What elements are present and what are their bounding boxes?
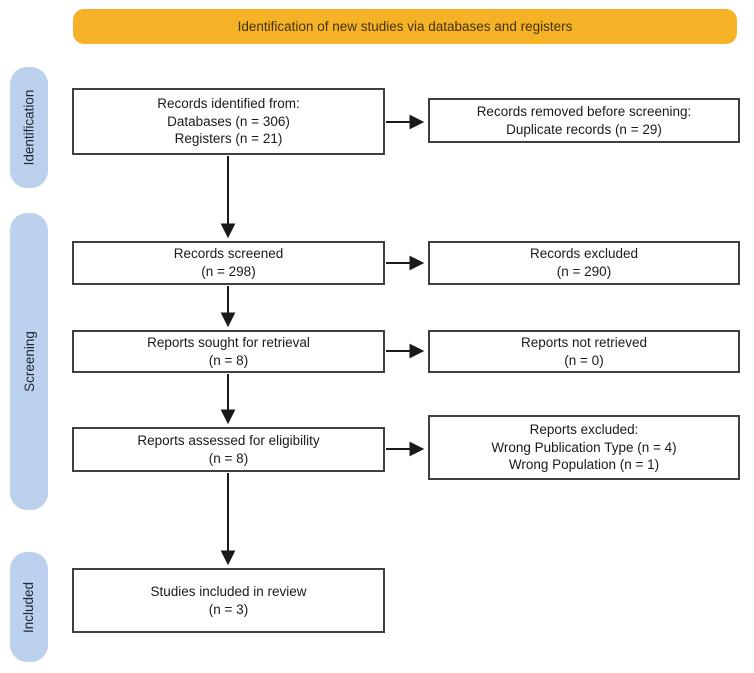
box-line: Wrong Population (n = 1) [508,457,660,473]
box-line: (n = 8) [208,450,249,466]
box-line: Records screened [173,246,284,262]
box-line: (n = 0) [564,352,604,368]
phase-pill-included: Included [10,552,48,662]
box-line: Reports sought for retrieval [147,334,310,350]
box-line: (n = 298) [201,264,256,279]
box-reports-not-retrieved: Reports not retrieved (n = 0) [428,330,740,373]
box-line: Studies included in review [150,583,307,599]
box-reports-sought: Reports sought for retrieval (n = 8) [72,330,385,373]
box-line: Records excluded [529,246,639,262]
phase-pill-identification: Identification [10,67,48,188]
box-line: (n = 8) [208,352,249,368]
banner-identification-of-new-studies: Identification of new studies via databa… [73,9,737,44]
box-line: (n = 3) [208,601,249,617]
box-line: Reports excluded: [529,421,639,437]
box-line: Reports assessed for eligibility [137,432,320,448]
box-studies-included: Studies included in review (n = 3) [72,568,385,633]
box-records-screened: Records screened (n = 298) [72,241,385,285]
box-line: (n = 290) [556,264,612,279]
box-reports-excluded: Reports excluded: Wrong Publication Type… [428,415,740,480]
phase-pill-screening: Screening [10,213,48,510]
box-records-removed: Records removed before screening: Duplic… [428,98,740,143]
box-reports-assessed: Reports assessed for eligibility (n = 8) [72,427,385,472]
box-line: Wrong Publication Type (n = 4) [491,439,677,455]
box-line: Records identified from: [157,95,300,111]
phase-label-screening: Screening [21,331,37,392]
box-line: Reports not retrieved [520,334,648,350]
box-line: Registers (n = 21) [174,131,283,147]
box-line: Duplicate records (n = 29) [506,121,662,137]
box-line: Records removed before screening: [476,103,692,119]
banner-label: Identification of new studies via databa… [237,19,573,34]
box-line: Databases (n = 306) [167,113,290,129]
box-records-excluded: Records excluded (n = 290) [428,241,740,285]
phase-label-included: Included [21,581,37,633]
box-records-identified: Records identified from: Databases (n = … [72,88,385,155]
phase-label-identification: Identification [21,89,37,166]
